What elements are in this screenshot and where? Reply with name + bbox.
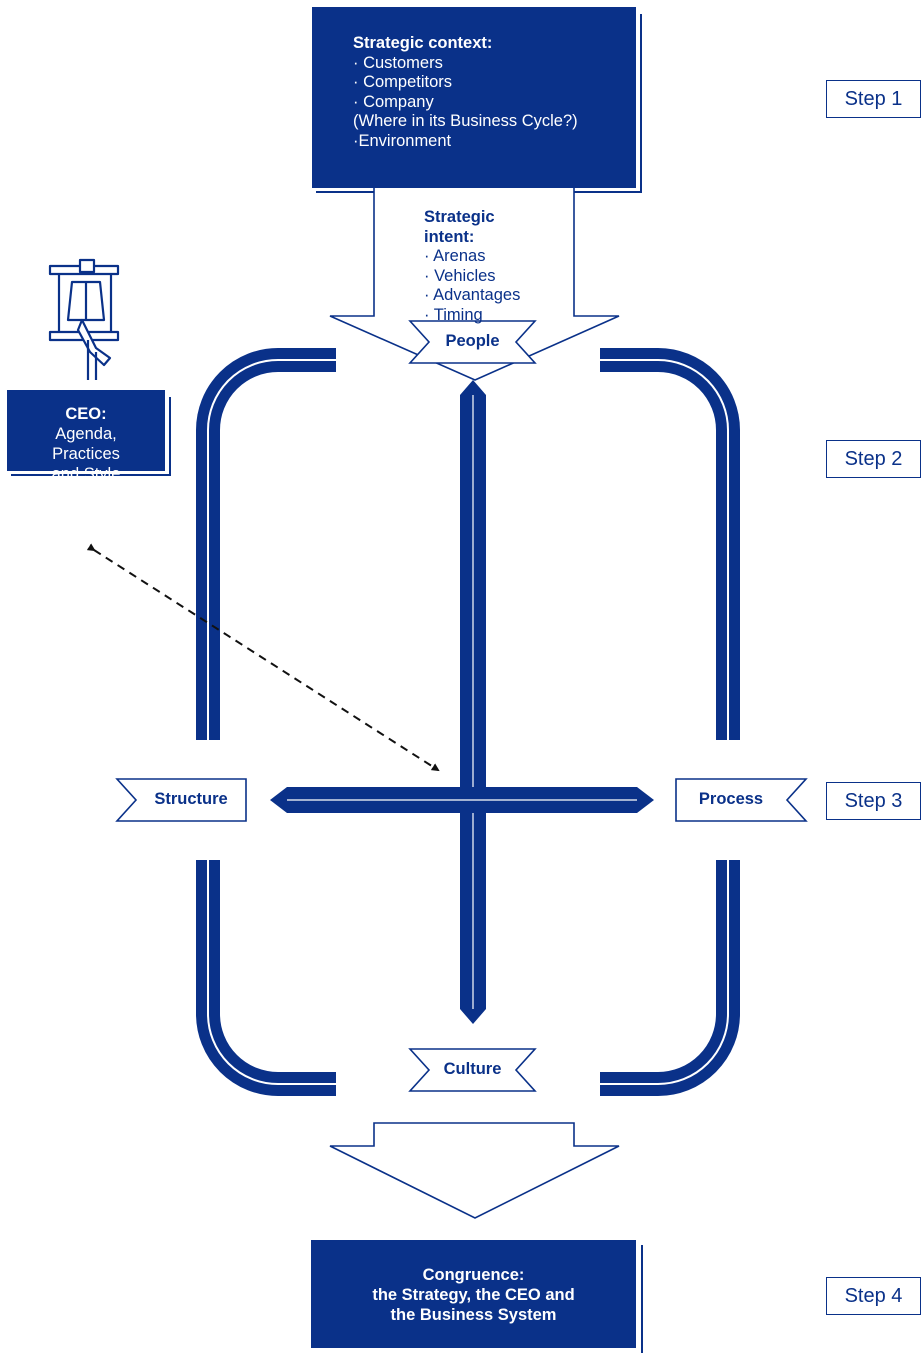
intent-item: · Timing (424, 305, 483, 324)
congruence-box-bg (311, 1240, 636, 1348)
context-item: · Company (353, 92, 434, 111)
context-item: · Customers (353, 53, 443, 72)
strategic-context-box: Strategic context: · Customers · Competi… (312, 7, 636, 188)
congruence-box-edge-right (641, 1245, 643, 1353)
context-item: (Where in its Business Cycle?) (353, 112, 578, 131)
node-culture: Culture (443, 1060, 502, 1078)
strategic-intent-text: Strategic intent: · Arenas · Vehicles · … (424, 208, 520, 326)
intent-item: · Advantages (424, 286, 521, 305)
step-3-label: Step 3 (826, 782, 921, 820)
context-box-edge-right (640, 14, 642, 192)
step-2-label: Step 2 (826, 440, 921, 478)
node-process: Process (698, 790, 764, 808)
corner-connectors (196, 348, 740, 1096)
strategic-intent-title-2: intent: (424, 227, 475, 246)
ceo-box-edge-bottom (11, 474, 171, 476)
ceo-line: and Style (51, 465, 121, 483)
ceo-title: CEO: (65, 405, 107, 423)
intent-item: · Arenas (424, 247, 486, 266)
banner-shapes (115, 320, 808, 1092)
ceo-person-icon (48, 258, 120, 380)
congruence-line: the Business System (390, 1306, 557, 1324)
step-4-label: Step 4 (826, 1277, 921, 1315)
step-1-label: Step 1 (826, 80, 921, 118)
ceo-line: Practices (52, 445, 120, 463)
node-structure: Structure (154, 790, 228, 808)
context-item: · Competitors (353, 73, 453, 92)
ceo-link-dashed-arrow (86, 543, 440, 772)
congruence-line: the Strategy, the CEO and (372, 1286, 575, 1304)
congruence-title: Congruence: (422, 1266, 525, 1284)
strategic-intent-title-1: Strategic (424, 208, 495, 226)
strategic-context-text: Strategic context: · Customers · Competi… (353, 34, 578, 152)
ceo-box-edge-right (169, 397, 171, 475)
congruence-text: Congruence: the Strategy, the CEO and th… (311, 1265, 636, 1325)
ceo-text: CEO: Agenda, Practices and Style (7, 390, 165, 484)
ceo-line: Agenda, (55, 425, 117, 443)
context-item: ·Environment (353, 131, 452, 150)
intent-item: · Vehicles (424, 266, 496, 285)
congruence-arrow (329, 1122, 620, 1219)
strategic-context-title: Strategic context: (353, 34, 493, 52)
central-cross (270, 380, 654, 1024)
ceo-box: CEO: Agenda, Practices and Style (7, 390, 165, 483)
strategic-intent-arrow (329, 188, 620, 381)
node-people: People (445, 332, 500, 350)
